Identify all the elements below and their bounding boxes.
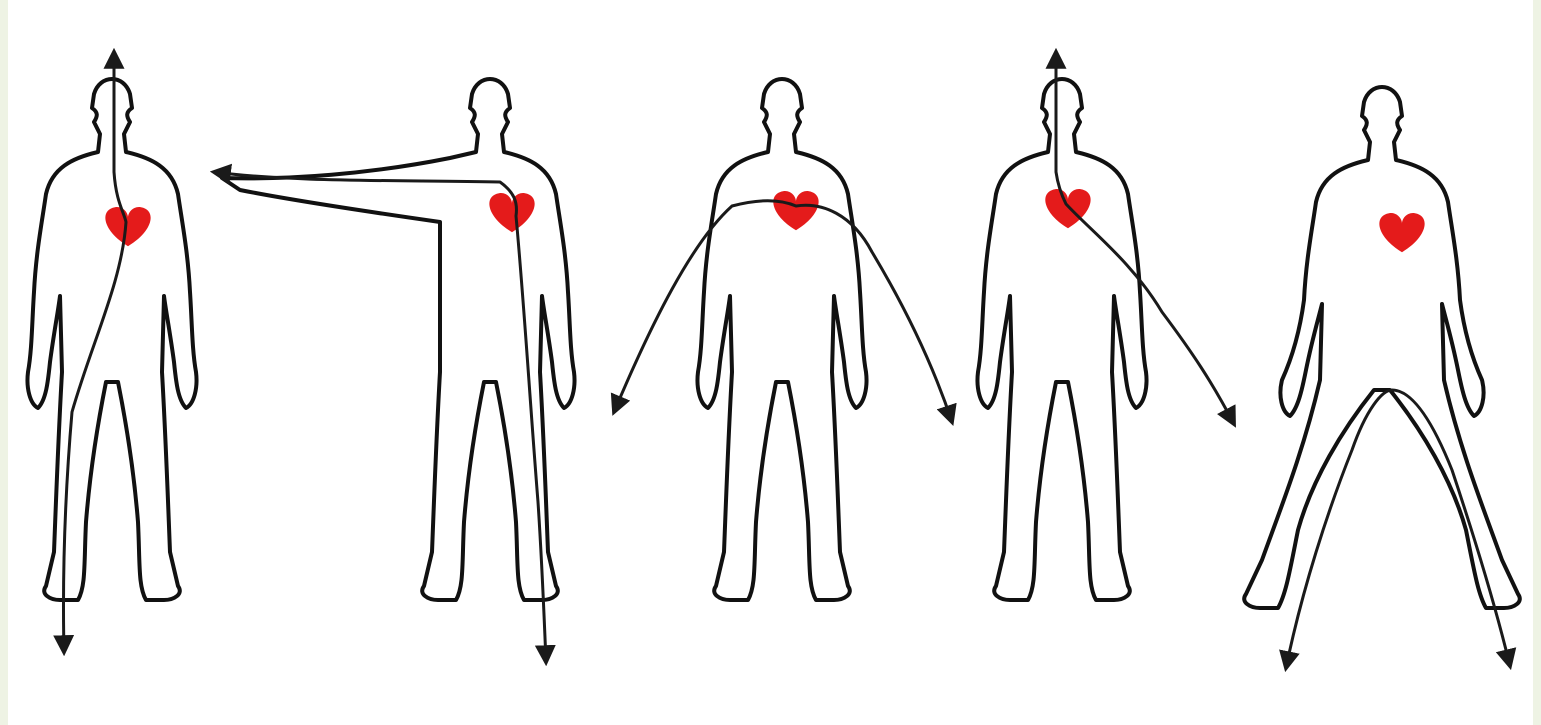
figure-1-head-to-foot (27, 52, 196, 652)
figure-4-head-to-hand (977, 52, 1234, 600)
current-path-line (614, 201, 952, 422)
current-path-line (214, 172, 546, 662)
heart-icon (773, 191, 818, 230)
left-edge-tint (0, 0, 8, 725)
heart-icon (489, 193, 534, 232)
figure-5-foot-to-foot (1244, 87, 1520, 668)
body-outline (1244, 87, 1520, 608)
figure-3-hand-to-hand (614, 79, 952, 600)
figure-2-hand-to-foot (214, 79, 575, 662)
body-outline (27, 79, 196, 600)
body-outline (977, 79, 1146, 600)
heart-icon (1379, 213, 1424, 252)
body-outline (697, 79, 866, 600)
right-edge-tint (1533, 0, 1541, 725)
body-outline (222, 79, 575, 600)
current-path-line (1286, 390, 1510, 668)
current-path-line (63, 52, 126, 652)
heart-icon (105, 207, 150, 246)
